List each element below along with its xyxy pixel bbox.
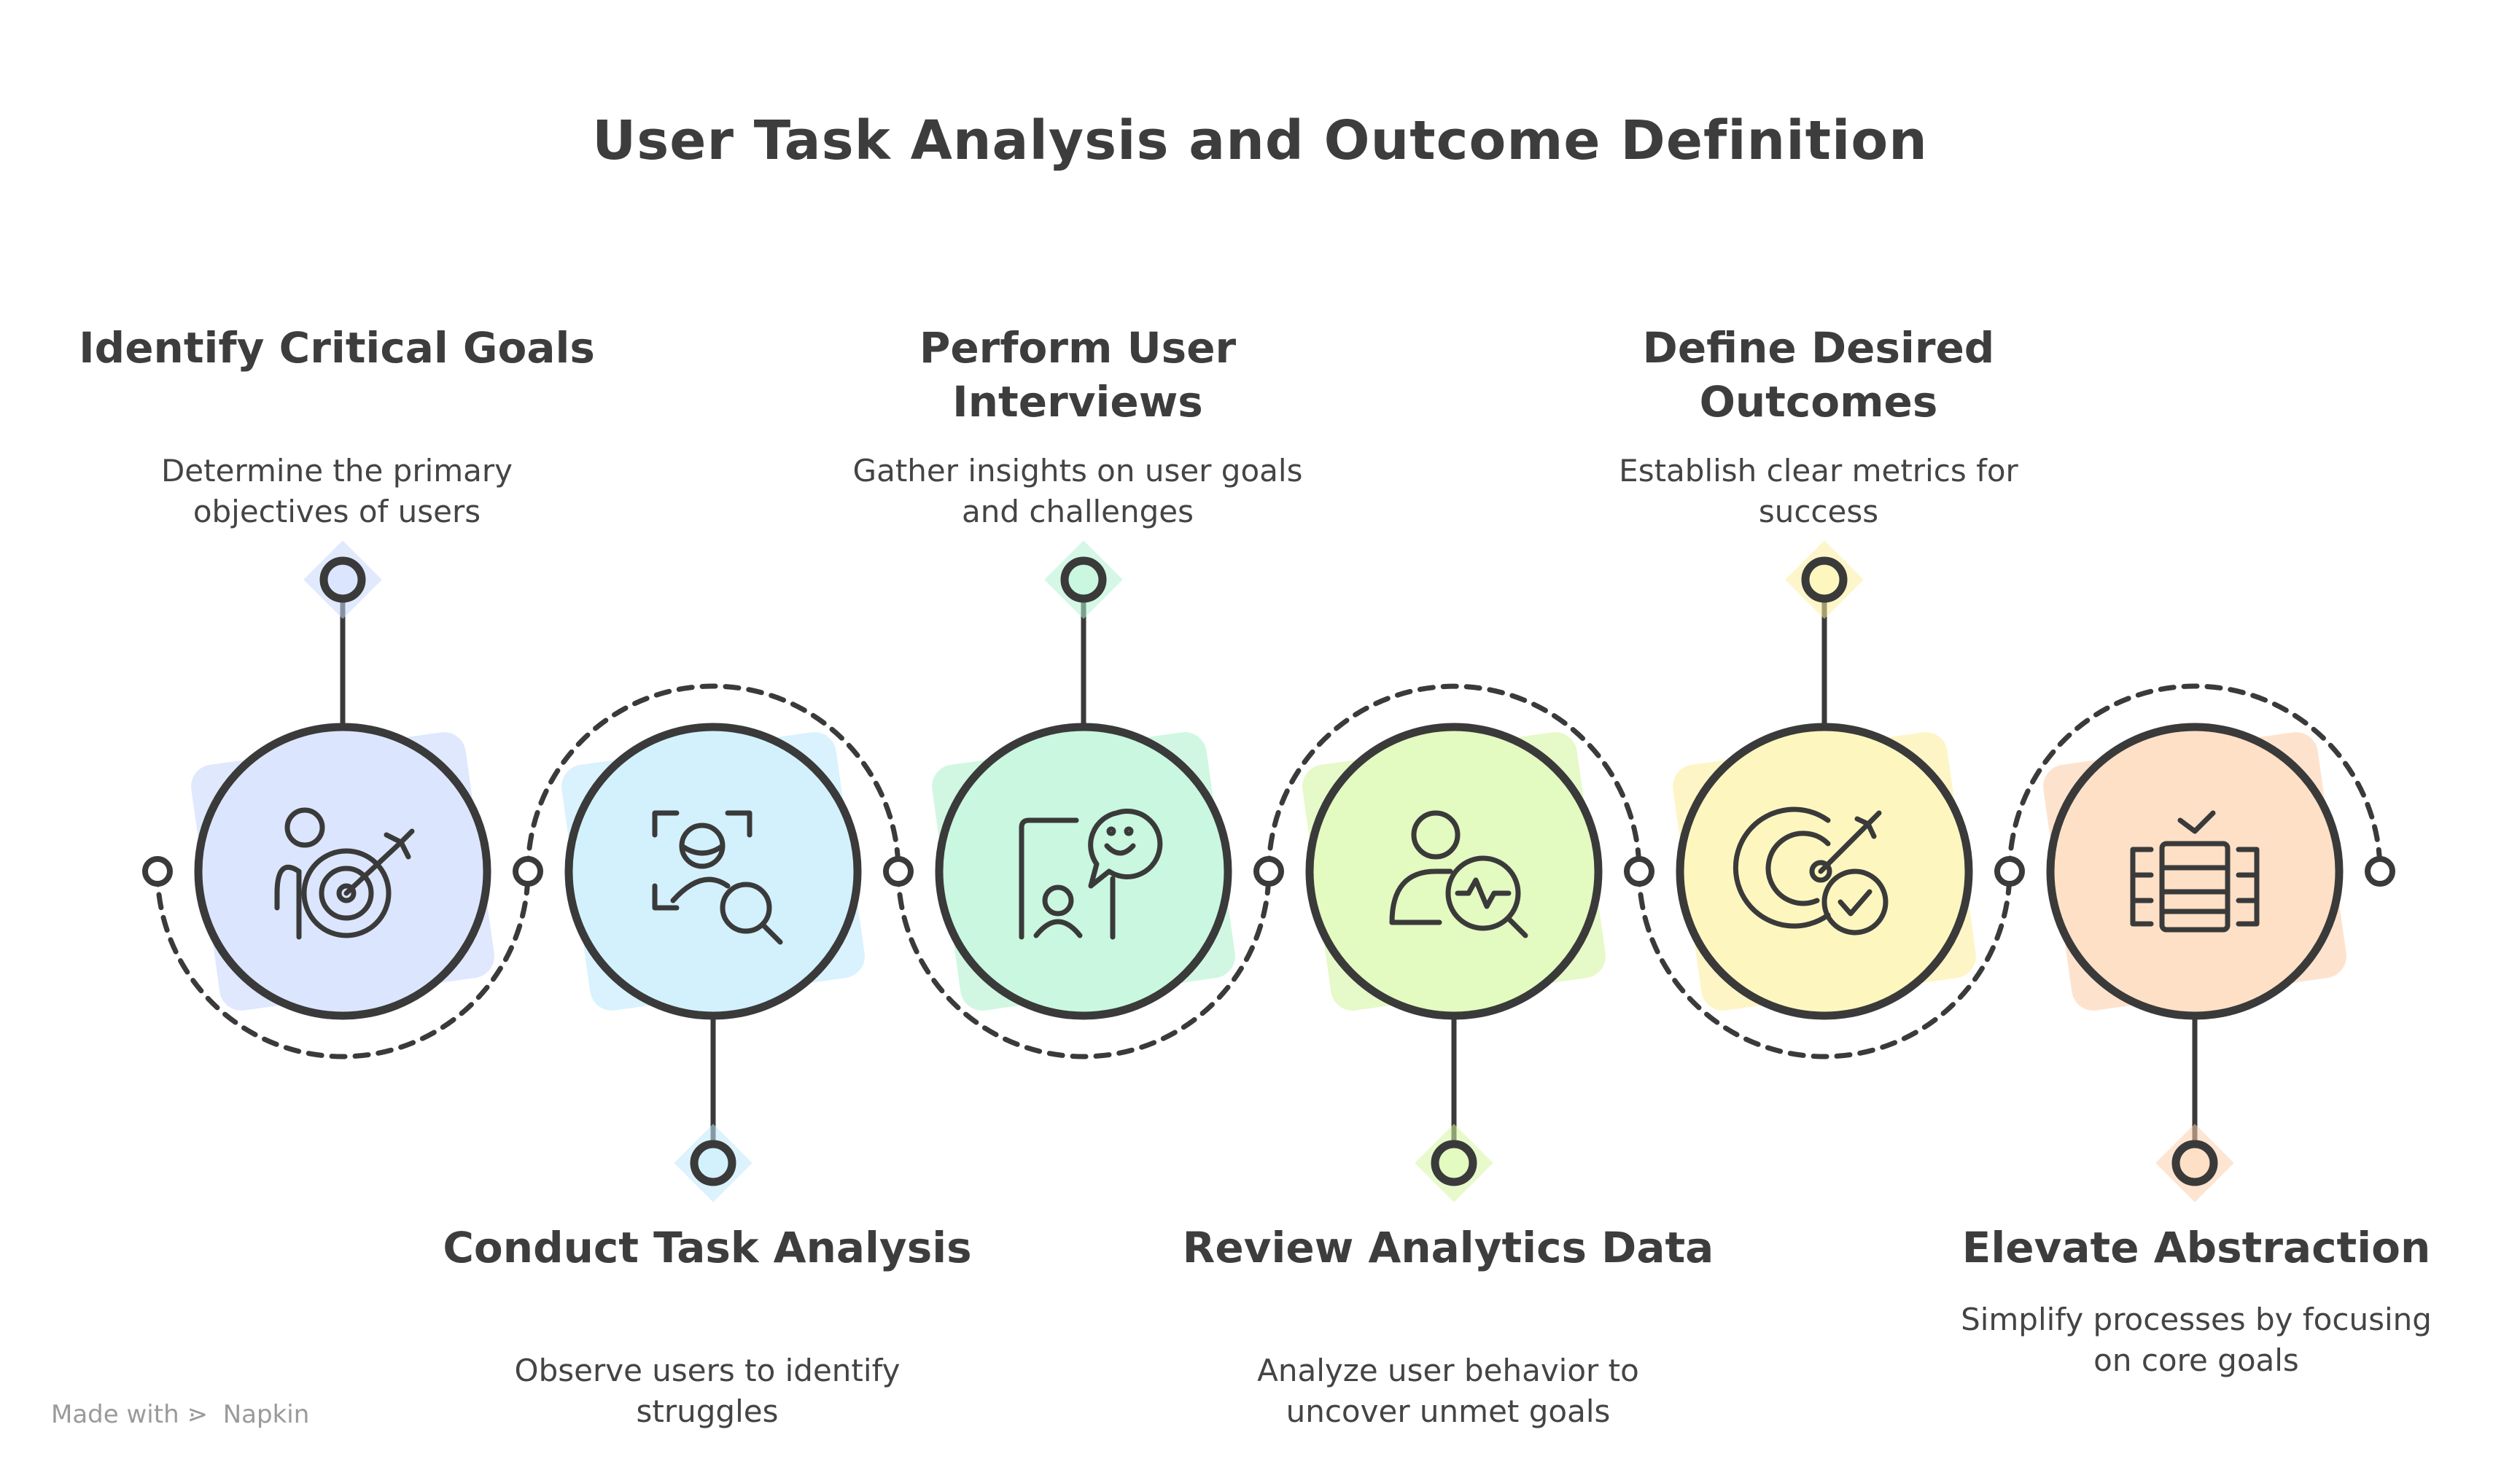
step-1-title: Identify Critical Goals — [79, 323, 595, 373]
napkin-logo-icon: ⋗ — [187, 1400, 208, 1429]
junction-dot-2 — [513, 856, 543, 887]
dashed-arc-5 — [1636, 868, 2012, 1059]
pulse-line — [1455, 877, 1512, 909]
junction-dot-1 — [142, 856, 173, 887]
dashed-arc-4 — [1266, 683, 1642, 874]
person-body — [274, 864, 302, 940]
step-4-title: Review Analytics Data — [1182, 1223, 1714, 1272]
arrow-shaft — [343, 839, 404, 896]
check-mark — [2177, 810, 2216, 834]
step-2-description: Observe users to identify struggles — [514, 1353, 901, 1429]
footer: Made with ⋗ Napkin — [51, 1400, 309, 1429]
user-analytics-icon — [1389, 810, 1528, 938]
step-6-pin — [2171, 1140, 2218, 1186]
target-mid — [1765, 831, 1831, 906]
dashed-connectors — [142, 683, 2395, 1059]
eye-left — [1106, 826, 1116, 836]
right-layer — [2236, 847, 2260, 927]
center-stack — [2159, 841, 2231, 933]
dashed-arc-6 — [2007, 683, 2383, 874]
step-5-pin — [1801, 556, 1848, 603]
step-2-title: Conduct Task Analysis — [443, 1223, 972, 1272]
footer-made-with: Made with — [51, 1400, 179, 1429]
step-4-pin — [1431, 1140, 1477, 1186]
step-2-pin — [690, 1140, 736, 1186]
left-layer — [2130, 847, 2154, 927]
frame-tr — [725, 810, 752, 838]
step-1-pin — [319, 556, 366, 603]
frame-bl — [652, 883, 680, 911]
check-mark — [1838, 889, 1872, 917]
step-6-description: Simplify processes by focusing on core g… — [1961, 1302, 2432, 1378]
layers-stack-icon — [2130, 810, 2260, 933]
junction-dot-4 — [1253, 856, 1284, 887]
step-1-node — [191, 540, 494, 1020]
interview-chat-icon — [1019, 809, 1163, 940]
target-center — [336, 883, 357, 903]
step-4-node — [1302, 723, 1606, 1202]
dashed-arc-3 — [895, 868, 1272, 1059]
step-6-circle — [2046, 723, 2344, 1020]
magnifier-lens — [1445, 855, 1521, 931]
step-3-pin — [1060, 556, 1107, 603]
junction-dot-3 — [883, 856, 914, 887]
step-2-node — [561, 723, 865, 1202]
step-2-circle — [564, 723, 862, 1020]
target-check-icon — [1732, 806, 1889, 936]
user-body — [1033, 919, 1083, 938]
device-left — [1019, 817, 1079, 940]
target-outer — [301, 848, 392, 938]
dashed-arc-1 — [155, 868, 531, 1059]
arrow-fletch — [384, 828, 415, 860]
user-head — [1042, 884, 1074, 917]
check-circle — [1821, 868, 1889, 936]
face-line — [679, 843, 726, 856]
person-head — [284, 807, 325, 848]
step-5-title: Define Desired Outcomes — [1642, 323, 1995, 427]
stack-lines — [2159, 865, 2231, 914]
step-4-description: Analyze user behavior to uncover unmet g… — [1257, 1353, 1639, 1429]
step-6-title: Elevate Abstraction — [1961, 1223, 2431, 1272]
target-outer — [1732, 806, 1831, 929]
user-body — [1389, 868, 1453, 925]
step-nodes — [191, 540, 2346, 1202]
step-3-title: Perform User Interviews — [919, 323, 1237, 427]
arrow-shaft — [1818, 821, 1871, 874]
magnifier-handle — [760, 922, 783, 945]
chat-bubble — [1088, 809, 1163, 889]
step-3-description: Gather insights on user goals and challe… — [852, 453, 1303, 529]
step-5-node — [1673, 540, 1976, 1020]
smile — [1104, 843, 1136, 856]
arrow-fletch — [1854, 810, 1882, 839]
magnifier-handle — [1506, 916, 1528, 938]
user-head — [1411, 810, 1461, 860]
magnifier-lens — [720, 882, 772, 934]
person-target-icon — [274, 807, 415, 940]
eye-right — [1124, 826, 1134, 836]
junction-dot-6 — [1994, 856, 2025, 887]
step-1-description: Determine the primary objectives of user… — [160, 453, 513, 529]
step-1-circle — [194, 723, 491, 1020]
footer-brand: Napkin — [222, 1400, 310, 1429]
frame-tl — [652, 810, 680, 838]
face-scan-search-icon — [652, 810, 783, 945]
target-center — [1809, 860, 1832, 883]
dashed-arc-2 — [525, 683, 901, 874]
step-5-circle — [1676, 723, 1973, 1020]
step-6-node — [2043, 723, 2346, 1202]
target-mid — [319, 866, 374, 921]
page-title: User Task Analysis and Outcome Definitio… — [592, 109, 1928, 172]
junction-dot-7 — [2365, 856, 2395, 887]
step-5-description: Establish clear metrics for success — [1619, 453, 2018, 529]
face-shoulders — [670, 876, 731, 903]
step-3-node — [932, 540, 1235, 1020]
junction-dot-5 — [1624, 856, 1654, 887]
step-3-circle — [935, 723, 1232, 1020]
